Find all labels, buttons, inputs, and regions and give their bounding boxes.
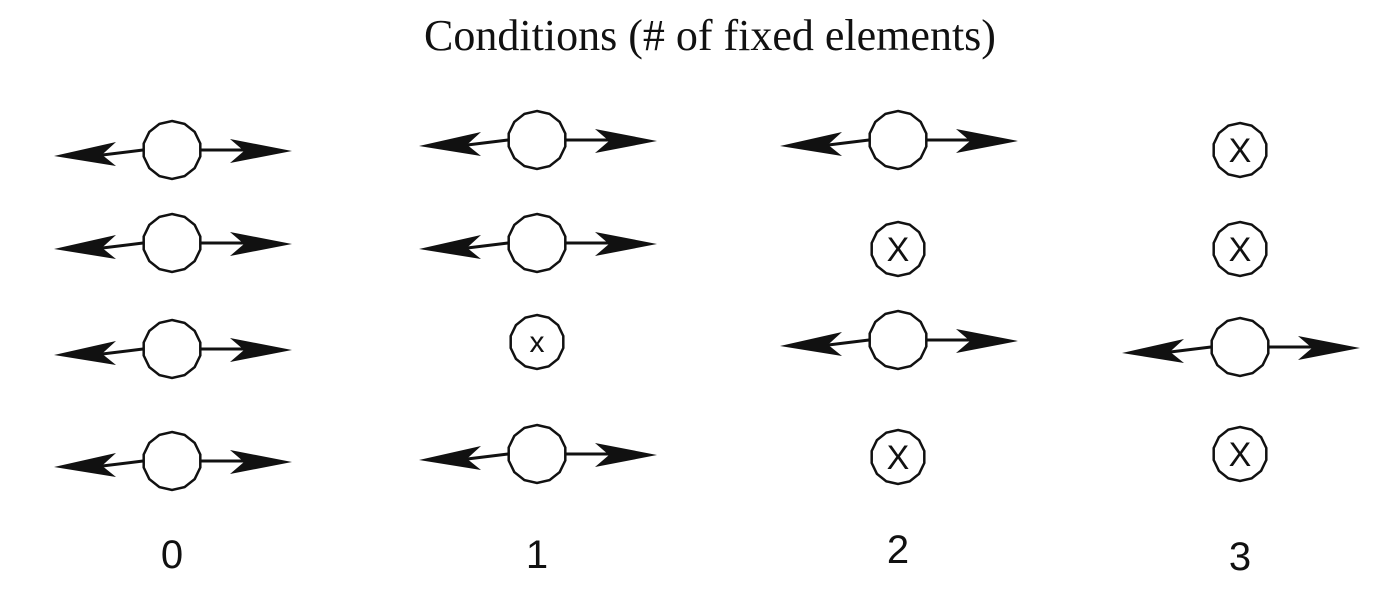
- left-arrow-icon: [54, 235, 116, 259]
- left-arrow-icon: [419, 446, 481, 470]
- movable-element: [419, 423, 657, 485]
- polygon-node-icon: [868, 309, 928, 371]
- polygon-node-icon: [870, 220, 926, 278]
- right-arrow-icon: [230, 338, 292, 362]
- fixed-element: X: [870, 220, 926, 278]
- polygon-node-icon: [142, 119, 202, 181]
- x-mark-icon: X: [887, 231, 910, 269]
- left-arrow-icon: [1122, 339, 1184, 363]
- right-arrow-icon: [595, 129, 657, 153]
- left-arrow-icon: [419, 235, 481, 259]
- condition-label: 1: [526, 533, 548, 577]
- left-arrow-icon: [54, 341, 116, 365]
- right-arrow-icon: [230, 139, 292, 163]
- condition-column: X X X 3: [1122, 121, 1360, 579]
- fixed-element: x: [509, 313, 565, 371]
- polygon-node-icon: [1210, 316, 1270, 378]
- diagram-title: Conditions (# of fixed elements): [424, 11, 996, 60]
- right-arrow-icon: [956, 329, 1018, 353]
- polygon-node-icon: [507, 423, 567, 485]
- polygon-node-icon: [507, 109, 567, 171]
- condition-column: x1: [419, 109, 657, 577]
- polygon-node-icon: [1212, 121, 1268, 179]
- left-arrow-icon: [780, 332, 842, 356]
- right-arrow-icon: [595, 232, 657, 256]
- fixed-element: X: [870, 428, 926, 486]
- polygon-node-icon: [509, 313, 565, 371]
- polygon-node-icon: [142, 430, 202, 492]
- right-arrow-icon: [595, 443, 657, 467]
- polygon-node-icon: [1212, 220, 1268, 278]
- polygon-node-icon: [507, 212, 567, 274]
- polygon-node-icon: [142, 212, 202, 274]
- right-arrow-icon: [230, 232, 292, 256]
- movable-element: [419, 109, 657, 171]
- polygon-node-icon: [868, 109, 928, 171]
- left-arrow-icon: [419, 132, 481, 156]
- condition-column: 0: [54, 119, 292, 577]
- polygon-node-icon: [870, 428, 926, 486]
- left-arrow-icon: [54, 453, 116, 477]
- movable-element: [54, 212, 292, 274]
- x-mark-icon: X: [1229, 231, 1252, 269]
- movable-element: [54, 119, 292, 181]
- x-mark-icon: X: [887, 439, 910, 477]
- right-arrow-icon: [1298, 336, 1360, 360]
- movable-element: [419, 212, 657, 274]
- condition-label: 0: [161, 533, 183, 577]
- fixed-element: X: [1212, 220, 1268, 278]
- right-arrow-icon: [956, 129, 1018, 153]
- condition-column: X X 2: [780, 109, 1018, 572]
- right-arrow-icon: [230, 450, 292, 474]
- x-mark-icon: X: [1229, 436, 1252, 474]
- movable-element: [1122, 316, 1360, 378]
- x-mark-icon: x: [530, 326, 545, 359]
- x-mark-icon: X: [1229, 132, 1252, 170]
- condition-label: 2: [887, 528, 909, 572]
- movable-element: [780, 309, 1018, 371]
- polygon-node-icon: [1212, 425, 1268, 483]
- polygon-node-icon: [142, 318, 202, 380]
- movable-element: [54, 318, 292, 380]
- left-arrow-icon: [54, 142, 116, 166]
- fixed-element: X: [1212, 121, 1268, 179]
- movable-element: [54, 430, 292, 492]
- movable-element: [780, 109, 1018, 171]
- fixed-element: X: [1212, 425, 1268, 483]
- condition-label: 3: [1229, 535, 1251, 579]
- left-arrow-icon: [780, 132, 842, 156]
